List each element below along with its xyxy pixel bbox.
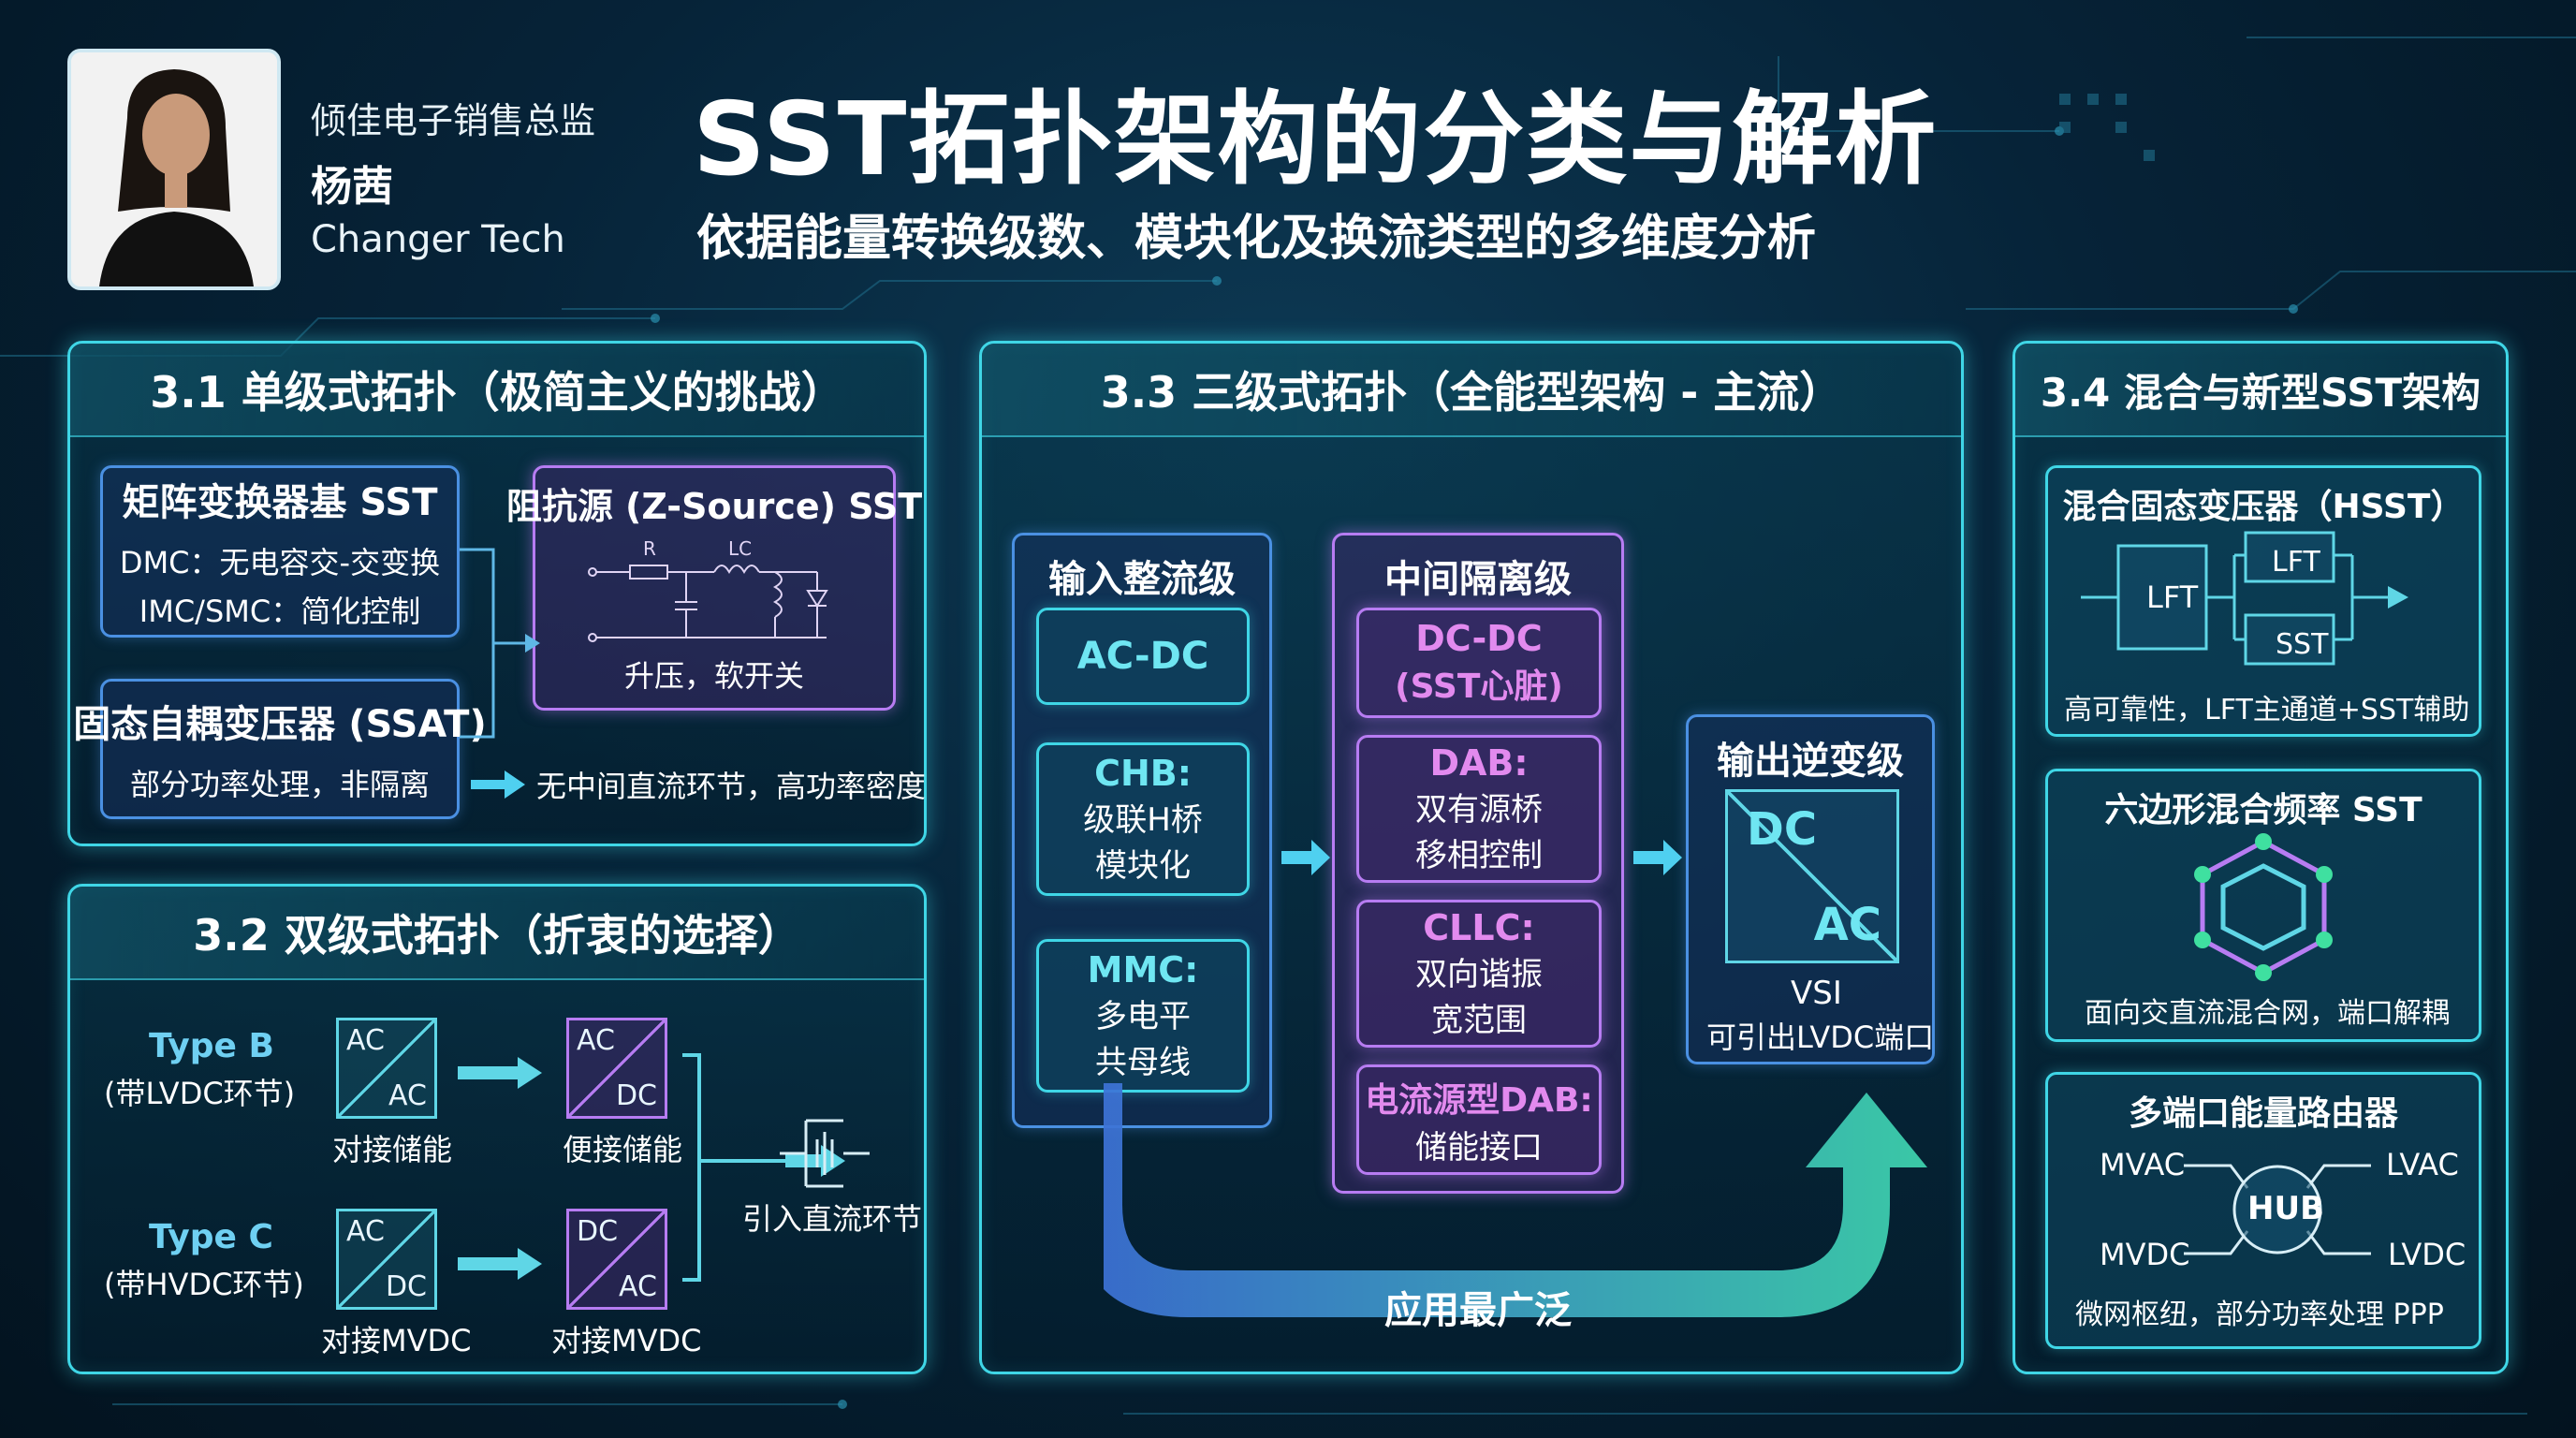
chb-title: CHB: (1094, 753, 1192, 794)
current-source-dab-box: 电流源型DAB: 储能接口 (1356, 1064, 1602, 1175)
cllc-title: CLLC: (1423, 907, 1535, 948)
panel-hybrid: 3.4 混合与新型SST架构 混合固态变压器（HSST） LFT LFT SST… (2012, 341, 2509, 1374)
csdab-title: 电流源型DAB: (1365, 1080, 1593, 1120)
hexagonal-sst-box: 六边形混合频率 SST (2045, 769, 2481, 1042)
router-mvdc: MVDC (2100, 1237, 2190, 1272)
hexagon-icon (2194, 833, 2333, 981)
most-used-label: 应用最广泛 (1384, 1289, 1572, 1332)
panel-single-stage: 3.1 单级式拓扑（极简主义的挑战） 矩阵变换器基 SST DMC：无电容交-交… (67, 341, 927, 846)
mmc-title: MMC: (1087, 949, 1199, 990)
b1-caption: 对接储能 (332, 1132, 453, 1167)
panel-title: 3.1 单级式拓扑（极简主义的挑战） (70, 344, 924, 437)
zsource-r-label: R (643, 537, 656, 560)
hsst-sst: SST (2276, 628, 2329, 661)
isolation-stage: 中间隔离级 (1332, 533, 1624, 1194)
output-stage-title: 输出逆变级 (1717, 740, 1904, 783)
mmc-box: MMC: 多电平 共母线 (1036, 939, 1250, 1093)
speaker-role: 倾佳电子销售总监 (311, 100, 596, 141)
router-title: 多端口能量路由器 (2128, 1094, 2398, 1133)
ac-label: AC (1813, 899, 1881, 951)
single-stage-note: 无中间直流环节，高功率密度 (536, 769, 927, 804)
matrix-title: 矩阵变换器基 SST (122, 481, 438, 524)
dab-box: DAB: 双有源桥 移相控制 (1356, 735, 1602, 883)
hsst-diagram (2081, 531, 2408, 666)
type-b-sub: (带LVDC环节) (104, 1076, 296, 1111)
router-lvac: LVAC (2386, 1147, 2459, 1182)
speaker-info: 倾佳电子销售总监 杨茜 Changer Tech (311, 92, 595, 261)
cllc-line2: 宽范围 (1431, 1002, 1527, 1039)
hsst-lft-top: LFT (2272, 546, 2320, 579)
type-c-label: Type C (149, 1218, 273, 1256)
dc-link-icon (780, 1119, 870, 1188)
ssat-title: 固态自耦变压器 (SSAT) (73, 703, 487, 746)
page-subtitle: 依据能量转换级数、模块化及换流类型的多维度分析 (696, 211, 1817, 267)
ssat-desc: 部分功率处理，非隔离 (129, 767, 430, 802)
router-hub: HUB (2247, 1190, 2324, 1227)
panel-three-stage: 3.3 三级式拓扑（全能型架构 - 主流） 输入整流级 AC-DC CHB: 级… (979, 341, 1964, 1374)
stage-flow-arrows (1281, 840, 1682, 875)
router-hub-diagram (2184, 1164, 2371, 1255)
router-caption: 微网枢纽，部分功率处理 PPP (2075, 1299, 2444, 1331)
dcdc-sub: (SST心脏) (1395, 668, 1563, 706)
most-used-arrow (1104, 1083, 1927, 1317)
cllc-box: CLLC: 双向谐振 宽范围 (1356, 900, 1602, 1048)
speaker-photo (67, 49, 281, 290)
input-stage-title: 输入整流级 (1048, 558, 1236, 601)
zsource-circuit-icon: R LC (588, 537, 828, 642)
zsource-lc-label: LC (728, 537, 752, 560)
panel-two-stage: 3.2 双级式拓扑（折衷的选择） Type B (带LVDC环节) Type C… (67, 884, 927, 1374)
matrix-line2: IMC/SMC：简化控制 (139, 594, 421, 629)
zsource-title: 阻抗源 (Z-Source) SST (505, 486, 923, 527)
dc-label: DC (1747, 803, 1818, 856)
mmc-line1: 多电平 (1095, 998, 1191, 1035)
zsource-box: 阻抗源 (Z-Source) SST R LC 升压，软开关 (506, 465, 922, 711)
matrix-converter-box: 矩阵变换器基 SST DMC：无电容交-交变换 IMC/SMC：简化控制 (100, 465, 460, 638)
hex-caption: 面向交直流混合网，端口解耦 (2085, 997, 2450, 1030)
router-mvac: MVAC (2100, 1147, 2186, 1182)
hsst-caption: 高可靠性，LFT主通道+SST辅助 (2064, 694, 2470, 726)
vsi-desc: 可引出LVDC端口 (1706, 1020, 1935, 1055)
c1-caption: 对接MVDC (321, 1323, 472, 1358)
hsst-title: 混合固态变压器（HSST） (2062, 488, 2465, 526)
acdc-label: AC-DC (1076, 635, 1209, 678)
chb-line2: 模块化 (1095, 847, 1191, 885)
dc-link-label: 引入直流环节 (742, 1201, 923, 1237)
vsi-label: VSI (1791, 975, 1842, 1012)
mmc-line2: 共母线 (1095, 1044, 1191, 1081)
dcdc-title: DC-DC (1415, 618, 1543, 659)
b2-caption: 便接储能 (563, 1132, 683, 1167)
ssat-box: 固态自耦变压器 (SSAT) 部分功率处理，非隔离 (73, 679, 487, 819)
c2-caption: 对接MVDC (551, 1323, 702, 1358)
dab-line2: 移相控制 (1415, 837, 1543, 874)
cllc-line1: 双向谐振 (1415, 956, 1543, 993)
zsource-caption: 升压，软开关 (623, 658, 804, 694)
panel-title: 3.4 混合与新型SST架构 (2015, 344, 2506, 437)
acdc-box: AC-DC (1036, 608, 1250, 705)
csdab-line1: 储能接口 (1415, 1128, 1543, 1167)
dab-line1: 双有源桥 (1415, 791, 1543, 829)
router-lvdc: LVDC (2388, 1237, 2466, 1272)
page-title: SST拓扑架构的分类与解析 (693, 81, 1939, 198)
dc-ac-symbol: DC AC (1725, 789, 1899, 963)
dab-title: DAB: (1429, 742, 1529, 784)
type-c-sub: (带HVDC环节) (104, 1267, 304, 1302)
panel-title: 3.3 三级式拓扑（全能型架构 - 主流） (982, 344, 1961, 437)
chb-box: CHB: 级联H桥 模块化 (1036, 742, 1250, 896)
hex-title: 六边形混合频率 SST (2104, 791, 2422, 829)
note-arrow (471, 770, 525, 799)
hsst-lft-main: LFT (2146, 580, 2199, 615)
speaker-name: 杨茜 (311, 163, 393, 211)
chb-line1: 级联H桥 (1083, 801, 1203, 839)
panel-title: 3.2 双级式拓扑（折衷的选择） (70, 887, 924, 980)
single-stage-connector (460, 548, 540, 739)
speaker-company: Changer Tech (311, 218, 565, 261)
matrix-line1: DMC：无电容交-交变换 (119, 545, 441, 580)
dcdc-box: DC-DC (SST心脏) (1356, 608, 1602, 718)
isolation-stage-title: 中间隔离级 (1384, 558, 1572, 601)
type-b-label: Type B (149, 1027, 274, 1065)
